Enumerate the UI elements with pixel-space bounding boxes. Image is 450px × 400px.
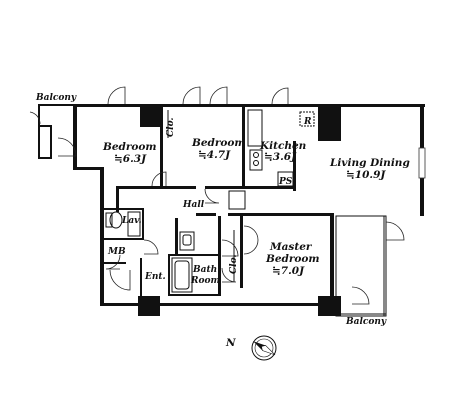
hall-label: Hall bbox=[182, 200, 205, 210]
bath-room-line2: Room bbox=[190, 276, 220, 286]
kitchen-size: ≒3.6J bbox=[264, 151, 297, 163]
fixtures bbox=[105, 109, 387, 317]
refrigerator-label: R bbox=[303, 117, 312, 127]
closet2-label: Clo. bbox=[229, 254, 239, 274]
exterior-walls bbox=[38, 104, 425, 306]
kitchen-name: Kitchen bbox=[259, 140, 306, 152]
master-bedroom-size: ≒7.0J bbox=[272, 265, 305, 277]
bedroom2-size: ≒4.7J bbox=[198, 149, 231, 161]
interior-walls bbox=[104, 107, 334, 298]
balcony-bottom-label: Balcony bbox=[345, 317, 387, 327]
compass: N bbox=[225, 335, 277, 361]
pillars bbox=[138, 107, 341, 316]
bedroom1-name: Bedroom bbox=[102, 141, 157, 153]
compass-arrow-icon bbox=[252, 341, 276, 356]
master-bedroom-line1: Master bbox=[269, 241, 313, 253]
living-dining-name: Living Dining bbox=[329, 157, 410, 169]
room-labels: Balcony Bedroom ≒6.3J Clo. Bedroom ≒4.7J… bbox=[35, 93, 410, 327]
bedroom1-size: ≒6.3J bbox=[114, 153, 147, 165]
mb-label: MB bbox=[107, 247, 126, 257]
balcony-top-label: Balcony bbox=[35, 93, 77, 103]
living-dining-size: ≒10.9J bbox=[346, 169, 386, 181]
lavatory-label: Lav. bbox=[121, 216, 142, 226]
compass-ring bbox=[251, 335, 277, 361]
entrance-label: Ent. bbox=[144, 272, 166, 282]
bath-room-line1: Bath bbox=[192, 265, 217, 275]
master-bedroom-line2: Bedroom bbox=[265, 253, 320, 265]
ps-label: PS bbox=[278, 177, 293, 187]
windows bbox=[418, 147, 426, 179]
closet1-label: Clo. bbox=[166, 117, 176, 137]
compass-north-label: N bbox=[225, 337, 236, 349]
bedroom2-name: Bedroom bbox=[191, 137, 246, 149]
doors bbox=[29, 86, 405, 305]
